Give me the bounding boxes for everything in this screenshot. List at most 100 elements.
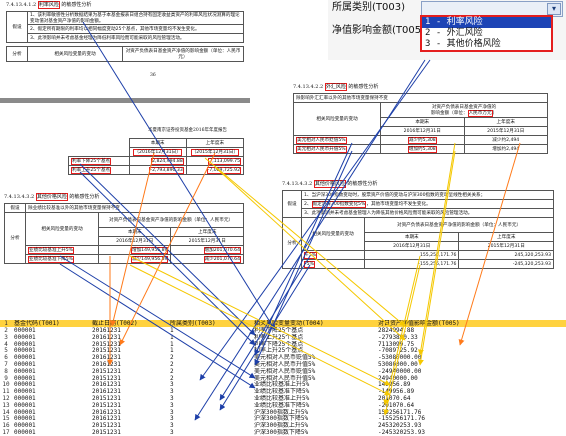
cell-risk-variable[interactable]: 利率上升25个基点 (254, 347, 304, 355)
chevron-down-icon[interactable]: ▾ (547, 3, 561, 15)
cell-date[interactable]: 20151231 (92, 401, 121, 409)
cell-risk-variable[interactable]: 利率上升25个基点 (254, 333, 304, 341)
cell-category[interactable]: 3 (170, 395, 174, 402)
cell-date[interactable]: 20151231 (92, 340, 121, 348)
arrow-orange (110, 152, 155, 327)
option-interest-rate[interactable]: 1 - 利率风险 (422, 17, 551, 28)
cell-fund-code[interactable]: 000001 (14, 340, 36, 348)
row-number: 13 (2, 401, 10, 409)
cell-fund-code[interactable]: 000001 (14, 422, 36, 430)
header-impact-amount[interactable]: 对日资产净值影响金额(T005) (378, 320, 460, 327)
cell-date[interactable]: 20161231 (92, 415, 121, 423)
cell-impact-amount[interactable]: -2793890.33 (378, 333, 418, 341)
cell-impact-amount[interactable]: 201070.64 (378, 395, 411, 402)
cell-category[interactable]: 3 (170, 381, 174, 389)
cell-category[interactable]: 3 (170, 422, 174, 430)
cell-impact-amount[interactable]: -24940000.00 (378, 367, 422, 375)
cell-risk-variable[interactable]: 沪深300指数下降5% (254, 415, 309, 423)
cell-fund-code[interactable]: 000001 (14, 395, 36, 402)
row-label: 美元相对人民币贬值5% (296, 137, 347, 144)
cell-category[interactable]: 2 (170, 361, 174, 368)
cell-risk-variable[interactable]: 业绩比较基准上升5% (254, 381, 310, 389)
cell-risk-variable[interactable]: 业绩比较基准上升5% (254, 395, 310, 402)
cell-impact-amount[interactable]: -201070.64 (378, 401, 415, 409)
cell-category[interactable]: 1 (170, 340, 174, 348)
impact-unit-prefix: 影响金额（单位： (430, 111, 468, 116)
cell-risk-variable[interactable]: 利率下降25个基点 (254, 340, 304, 348)
cell-category[interactable]: 2 (170, 354, 174, 362)
cell-category[interactable]: 3 (170, 429, 174, 436)
cell-fund-code[interactable]: 000001 (14, 388, 36, 396)
cell-fund-code[interactable]: 000001 (14, 333, 36, 341)
cell-impact-amount[interactable]: -53080000.00 (378, 354, 422, 362)
cell-impact-amount[interactable]: -155256171.76 (378, 415, 425, 423)
row-number: 10 (2, 381, 10, 389)
cell-date[interactable]: 20151231 (92, 395, 121, 402)
category-options-list[interactable]: 1 - 利率风险 2 - 外汇风险 3 - 其他价格风险 (420, 15, 553, 52)
cell-date[interactable]: 20151231 (92, 367, 121, 375)
cell-date[interactable]: 20161231 (92, 327, 121, 334)
cell-fund-code[interactable]: 000001 (14, 347, 36, 355)
cell-impact-amount[interactable]: 149956.89 (378, 381, 411, 389)
cell-impact-amount[interactable]: -245320253.93 (378, 429, 425, 436)
cell-risk-variable[interactable]: 业绩比较基准下降5% (254, 401, 310, 409)
cell-risk-variable[interactable]: 业绩比较基准下降5% (254, 388, 310, 396)
cell-fund-code[interactable]: 000001 (14, 381, 36, 389)
cell-fund-code[interactable]: 000001 (14, 354, 36, 362)
cell-fund-code[interactable]: 000001 (14, 415, 36, 423)
cell-fund-code[interactable]: 000001 (14, 429, 36, 436)
cell-date[interactable]: 20151231 (92, 347, 121, 355)
cell-category[interactable]: 1 (170, 333, 174, 341)
cell-impact-amount[interactable]: 53080000.00 (378, 361, 418, 368)
cell-category[interactable]: 1 (170, 347, 174, 355)
cell-risk-variable[interactable]: 沪深300指数上升5% (254, 422, 309, 430)
cell-impact-amount[interactable]: 2824994.88 (378, 327, 415, 334)
cell-date[interactable]: 20161231 (92, 361, 121, 368)
cell-risk-variable[interactable]: 美元相对人民币升值5% (254, 361, 316, 368)
header-risk-variable[interactable]: 相关风险变量变动(T004) (254, 320, 324, 327)
cell-risk-variable[interactable]: 利率下降25个基点 (254, 327, 304, 334)
cell-risk-variable[interactable]: 美元相对人民币升值5% (254, 374, 316, 382)
row-label: +5% (304, 251, 318, 259)
value-current: 增加约5,308 (407, 146, 437, 153)
cell-impact-amount[interactable]: 245320253.93 (378, 422, 422, 430)
cell-risk-variable[interactable]: 美元相对人民币贬值5% (254, 354, 316, 362)
row-number: 11 (2, 388, 10, 396)
cell-risk-variable[interactable]: 沪深300指数下降5% (254, 429, 309, 436)
cell-fund-code[interactable]: 000001 (14, 408, 36, 416)
cell-fund-code[interactable]: 000001 (14, 401, 36, 409)
cell-fund-code[interactable]: 000001 (14, 367, 36, 375)
cell-category[interactable]: 2 (170, 367, 174, 375)
cell-date[interactable]: 20161231 (92, 354, 121, 362)
cell-category[interactable]: 2 (170, 374, 174, 382)
cell-date[interactable]: 20151231 (92, 374, 121, 382)
cell-risk-variable[interactable]: 沪深300指数上升5% (254, 408, 309, 416)
cell-category[interactable]: 3 (170, 408, 174, 416)
cell-impact-amount[interactable]: 155256171.76 (378, 408, 422, 416)
header-category[interactable]: 所属类别(T003) (170, 320, 216, 327)
cell-category[interactable]: 3 (170, 401, 174, 409)
cell-impact-amount[interactable]: 24940000.00 (378, 374, 418, 382)
cell-fund-code[interactable]: 000001 (14, 361, 36, 368)
cell-fund-code[interactable]: 000001 (14, 327, 36, 334)
cell-risk-variable[interactable]: 美元相对人民币贬值5% (254, 367, 316, 375)
cell-date[interactable]: 20151231 (92, 429, 121, 436)
cell-fund-code[interactable]: 000001 (14, 374, 36, 382)
cell-category[interactable]: 3 (170, 388, 174, 396)
cell-date[interactable]: 20161231 (92, 381, 121, 389)
cell-date[interactable]: 20151231 (92, 422, 121, 430)
cell-date[interactable]: 20161231 (92, 333, 121, 341)
option-other-price[interactable]: 3 - 其他价格风险 (425, 39, 501, 49)
sheet-row: 10 000001 20161231 3 业绩比较基准上升5% 149956.89 (0, 381, 566, 388)
header-fund-code[interactable]: 基金代码(T001) (14, 320, 60, 327)
option-fx[interactable]: 2 - 外汇风险 (425, 28, 483, 38)
heading-highlight: 其他价格风险 (35, 193, 68, 201)
cell-date[interactable]: 20161231 (92, 388, 121, 396)
cell-impact-amount[interactable]: -149956.89 (378, 388, 415, 396)
cell-category[interactable]: 1 (170, 327, 174, 334)
assumption-2-highlight: 假定沪深300指数变化5% (311, 201, 367, 208)
cell-category[interactable]: 3 (170, 415, 174, 423)
arrow-yellow (417, 150, 456, 366)
cell-date[interactable]: 20161231 (92, 408, 121, 416)
cell-impact-amount[interactable]: 7113099.75 (378, 340, 415, 348)
